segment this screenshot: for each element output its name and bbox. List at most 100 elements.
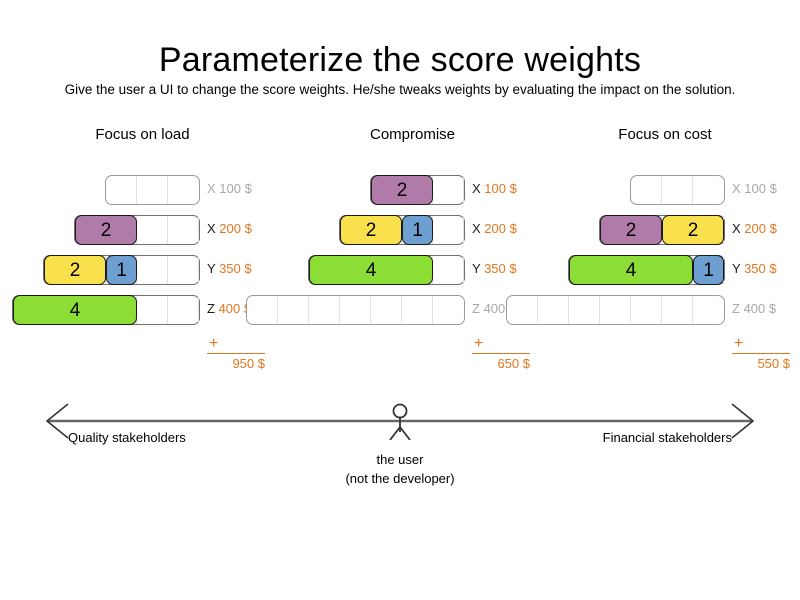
weight-slider-cell[interactable] (247, 296, 278, 324)
page-title: Parameterize the score weights (158, 40, 642, 79)
weight-slider-cell[interactable] (168, 296, 199, 324)
weight-slider-cell[interactable] (168, 256, 199, 284)
weight-row-amount: 400 $ (743, 301, 777, 316)
weight-slider-cell[interactable] (569, 296, 600, 324)
weight-segment[interactable]: 1 (402, 215, 433, 245)
weight-segment[interactable]: 2 (44, 255, 106, 285)
page-subtitle: Give the user a UI to change the score w… (64, 81, 736, 97)
weight-row-amount: 200 $ (219, 221, 252, 236)
weight-slider-track[interactable]: 2 (370, 175, 465, 205)
user-caption: the user (not the developer) (0, 450, 800, 488)
weight-slider-track[interactable] (506, 295, 725, 325)
weight-segment[interactable]: 4 (13, 295, 137, 325)
weight-row: 4 Z 400 $ (10, 290, 275, 330)
weight-segment[interactable]: 4 (569, 255, 693, 285)
weight-slider-cell[interactable] (433, 296, 464, 324)
weight-row-amount: 350 $ (744, 261, 777, 276)
weight-slider-cell[interactable] (600, 296, 631, 324)
weight-slider-cell[interactable] (433, 216, 464, 244)
weight-slider-cell[interactable] (106, 176, 137, 204)
scenario-total-value: 650 $ (497, 356, 530, 371)
weight-slider-cell[interactable] (631, 176, 662, 204)
weight-slider-cell[interactable] (433, 256, 464, 284)
weight-row-amount: 350 $ (219, 261, 252, 276)
weight-row-amount: 200 $ (744, 221, 777, 236)
user-caption-line1: the user (376, 452, 424, 467)
weight-slider-track[interactable] (246, 295, 465, 325)
scenario-total: +950 $ (207, 336, 265, 371)
weight-slider-cell[interactable] (168, 216, 199, 244)
weight-row-amount: 100 $ (484, 181, 517, 196)
sum-plus-sign: + (474, 335, 484, 352)
weight-slider-cell[interactable] (137, 176, 168, 204)
weight-slider-cell[interactable] (631, 296, 662, 324)
weight-segment[interactable]: 2 (75, 215, 137, 245)
weight-segment[interactable]: 4 (309, 255, 433, 285)
axis-label-left: Quality stakeholders (68, 430, 186, 445)
weight-slider-cell[interactable] (693, 296, 724, 324)
weight-row-code: Z (207, 301, 215, 316)
weight-row-label: Z 400 $ (207, 301, 251, 316)
weight-slider-cell[interactable] (693, 176, 724, 204)
axis-arrow-icon (45, 403, 755, 440)
scenario-title: Focus on cost (618, 126, 712, 143)
weight-segment[interactable]: 2 (600, 215, 662, 245)
weight-segment[interactable]: 2 (371, 175, 433, 205)
weight-row-label: Z 400 $ (732, 301, 776, 316)
weight-slider-track[interactable]: 4 (12, 295, 200, 325)
weight-slider-cell[interactable] (137, 216, 168, 244)
weight-row: Z 400 $ (506, 290, 790, 330)
weight-slider-track[interactable] (105, 175, 200, 205)
weight-row: X 100 $ (10, 170, 275, 210)
weight-segment[interactable]: 1 (106, 255, 137, 285)
weight-row-label: X 100 $ (472, 181, 517, 196)
weight-row-label: X 100 $ (732, 181, 777, 196)
scenario-total-value: 950 $ (232, 356, 265, 371)
weight-row-code: X (207, 181, 216, 196)
weight-row-code: Z (732, 301, 740, 316)
scenario-total: +550 $ (732, 335, 790, 371)
weight-row: X 100 $ (540, 170, 790, 210)
weight-slider-cell[interactable] (433, 176, 464, 204)
weight-slider-cell[interactable] (662, 176, 693, 204)
sum-plus-sign: + (734, 335, 744, 352)
weight-row-label: X 200 $ (472, 221, 517, 236)
weight-row-amount: 100 $ (219, 181, 252, 196)
weight-slider-track[interactable]: 4 (308, 255, 465, 285)
weight-slider-cell[interactable] (538, 296, 569, 324)
weight-slider-track[interactable]: 2 (74, 215, 200, 245)
scenario-total-value: 550 $ (757, 356, 790, 371)
weight-segment[interactable]: 2 (340, 215, 402, 245)
weight-slider-cell[interactable] (137, 296, 168, 324)
weight-slider-cell[interactable] (402, 296, 433, 324)
weight-slider-cell[interactable] (137, 256, 168, 284)
weight-slider-track[interactable] (630, 175, 725, 205)
weight-row-label: X 100 $ (207, 181, 252, 196)
stick-figure-icon (389, 403, 411, 440)
weight-segment[interactable]: 1 (693, 255, 724, 285)
weight-slider-cell[interactable] (309, 296, 340, 324)
sum-rule (732, 353, 790, 354)
weight-slider-cell[interactable] (662, 296, 693, 324)
weight-segment[interactable]: 2 (662, 215, 724, 245)
weight-slider-cell[interactable] (278, 296, 309, 324)
weight-row-label: X 200 $ (732, 221, 777, 236)
weight-slider-cell[interactable] (168, 176, 199, 204)
weight-slider-cell[interactable] (371, 296, 402, 324)
weight-slider-cell[interactable] (507, 296, 538, 324)
weight-row-label: Y 350 $ (207, 261, 252, 276)
weight-slider-cell[interactable] (340, 296, 371, 324)
